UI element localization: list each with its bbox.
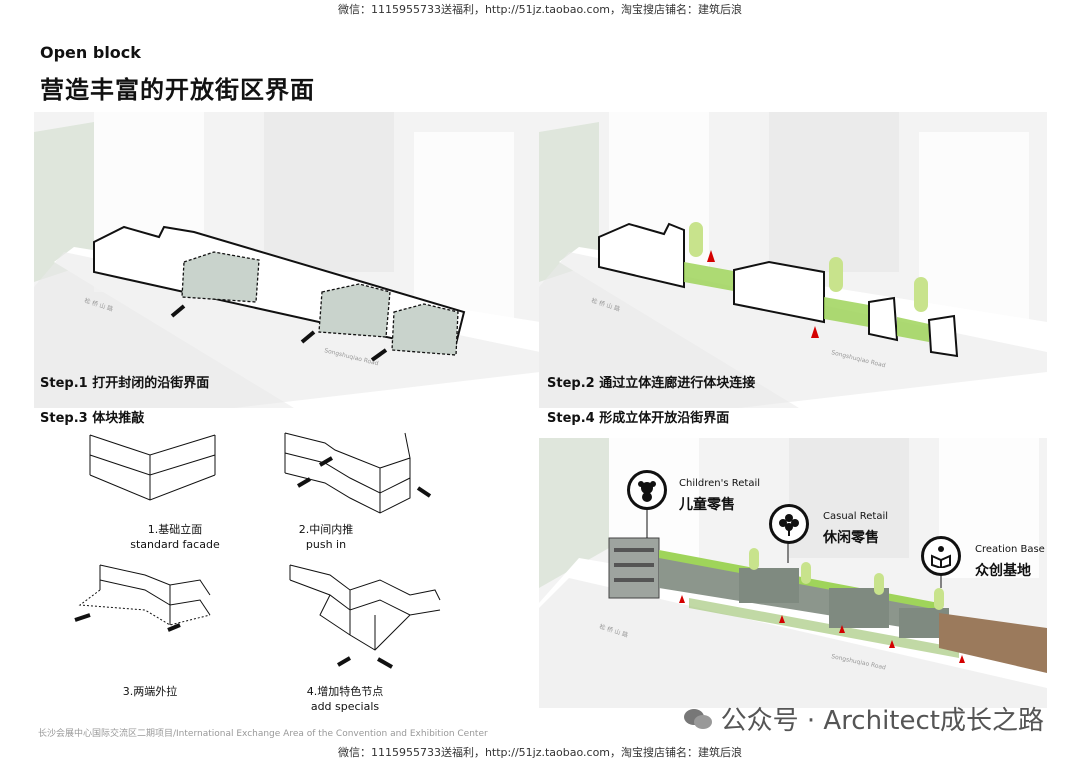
step2-panel: 松 桥 山 路 Songshuqiao Road	[539, 112, 1047, 408]
section-kicker: Open block	[40, 43, 141, 62]
step1-diagram: 松 桥 山 路 Songshuqiao Road	[34, 112, 540, 408]
step3-label: Step.3 体块推敲	[40, 411, 145, 426]
step4-panel: 松 桥 山 路 Songshuqiao Road Children's Reta…	[539, 438, 1047, 708]
page-title: 营造丰富的开放街区界面	[40, 76, 315, 104]
massing-standard-facade	[89, 434, 216, 501]
casual-retail-cn: 休闲零售	[823, 530, 879, 546]
massing-caption-3: 3.两端外拉	[122, 685, 178, 698]
step2-label: Step.2 通过立体连廊进行体块连接	[547, 376, 756, 391]
childrens-retail-cn: 儿童零售	[679, 497, 735, 513]
wechat-watermark: 公众号 · Architect成长之路	[683, 700, 1044, 737]
bottom-watermark: 微信：1115955733送福利，http://51jz.taobao.com，…	[337, 746, 743, 759]
creation-base-en: Creation Base	[975, 544, 1045, 555]
massing-push-in	[284, 432, 432, 514]
wechat-icon	[683, 708, 712, 729]
massing-add-specials	[289, 564, 441, 669]
childrens-retail-en: Children's Retail	[679, 478, 761, 489]
casual-retail-en: Casual Retail	[823, 511, 888, 522]
teddy-bear-icon	[627, 470, 667, 510]
creation-base-cn: 众创基地	[975, 563, 1031, 579]
step4-label: Step.4 形成立体开放沿街界面	[547, 411, 730, 426]
massing-pull-out	[74, 564, 211, 632]
flower-icon	[769, 504, 809, 544]
reading-person-icon	[921, 536, 961, 576]
top-watermark: 微信：1115955733送福利，http://51jz.taobao.com，…	[337, 3, 743, 16]
step1-panel: 松 桥 山 路 Songshuqiao Road	[34, 112, 540, 408]
step4-diagram: 松 桥 山 路 Songshuqiao Road	[539, 438, 1047, 708]
step2-diagram: 松 桥 山 路 Songshuqiao Road	[539, 112, 1047, 408]
step1-label: Step.1 打开封闭的沿街界面	[40, 376, 210, 391]
project-footer: 长沙会展中心国际交流区二期项目/International Exchange A…	[38, 729, 488, 739]
